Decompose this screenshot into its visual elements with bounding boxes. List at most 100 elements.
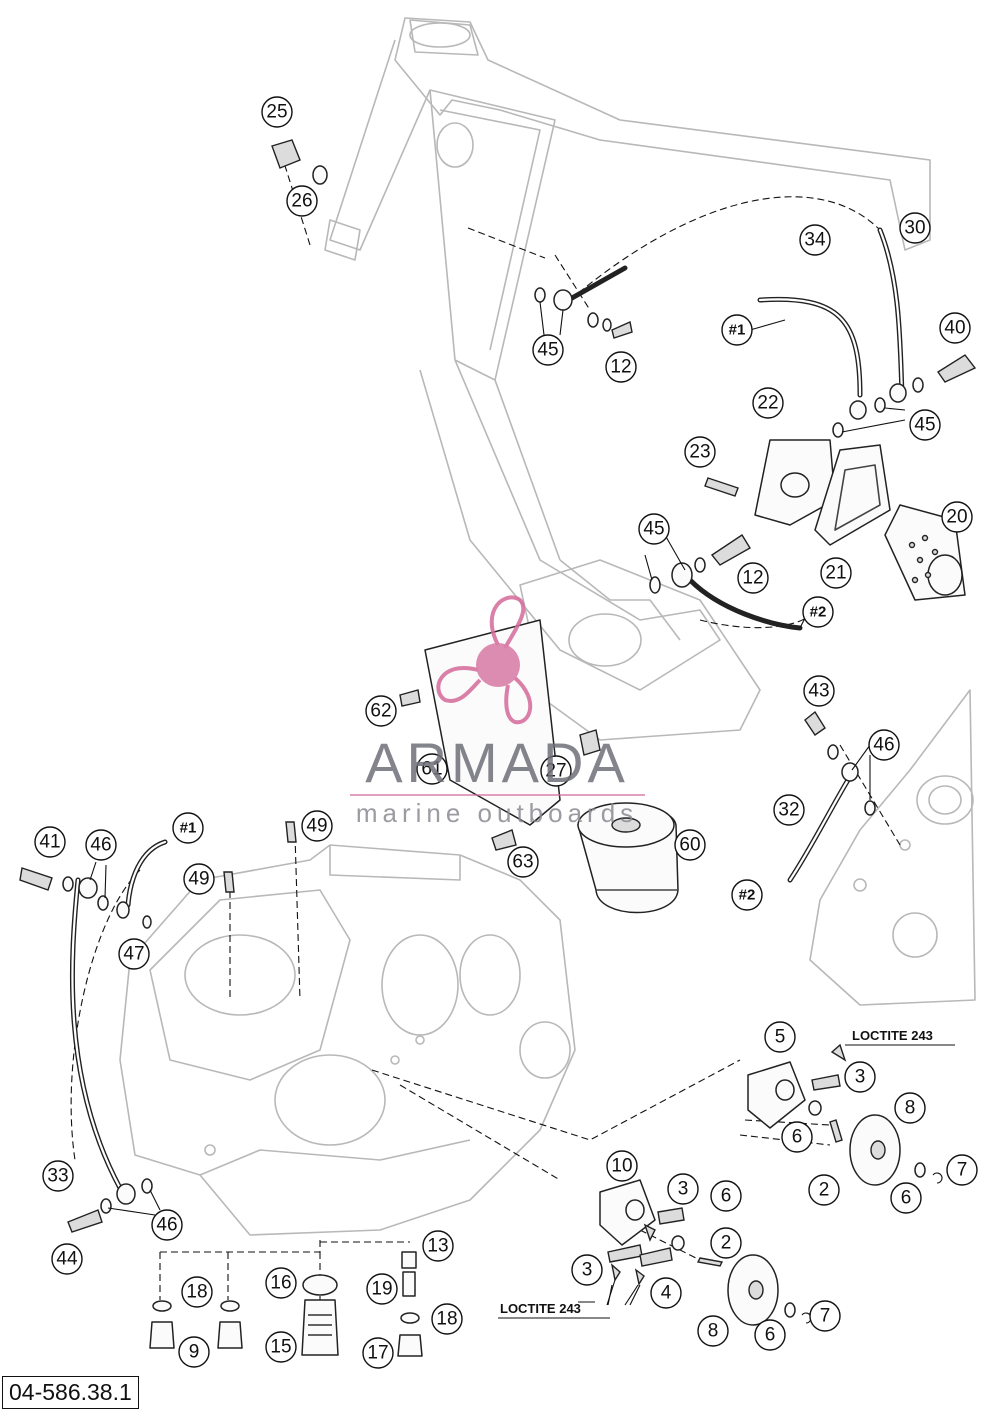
- svg-text:34: 34: [804, 230, 826, 251]
- svg-text:4: 4: [661, 1283, 672, 1304]
- callout-12: 12: [605, 351, 637, 383]
- svg-text:23: 23: [689, 442, 710, 463]
- svg-text:47: 47: [123, 944, 144, 965]
- svg-text:13: 13: [427, 1236, 448, 1257]
- callout-10: 10: [606, 1150, 638, 1182]
- crankcase-ghost: [119, 844, 576, 1236]
- callout-32: 32: [773, 794, 805, 826]
- svg-text:16: 16: [270, 1273, 291, 1294]
- callout-3: 3: [667, 1173, 699, 1205]
- ref-marker-1: #1: [721, 314, 753, 346]
- callout-47: 47: [118, 938, 150, 970]
- callout-7: 7: [809, 1300, 841, 1332]
- callout-8: 8: [697, 1315, 729, 1347]
- svg-text:6: 6: [765, 1325, 776, 1346]
- loctite-note-lower: LOCTITE 243: [500, 1301, 581, 1316]
- callout-6: 6: [710, 1180, 742, 1212]
- svg-text:7: 7: [820, 1306, 831, 1327]
- callout-60: 60: [674, 829, 706, 861]
- svg-text:45: 45: [643, 519, 664, 540]
- callout-45: 45: [638, 513, 670, 545]
- svg-text:2: 2: [721, 1233, 732, 1254]
- svg-text:44: 44: [56, 1249, 78, 1270]
- ref-marker-2: #2: [731, 879, 763, 911]
- callout-34: 34: [799, 224, 831, 256]
- svg-text:7: 7: [957, 1160, 968, 1181]
- svg-text:46: 46: [90, 835, 111, 856]
- callout-20: 20: [941, 501, 973, 533]
- svg-text:12: 12: [742, 568, 763, 589]
- svg-text:2: 2: [819, 1180, 830, 1201]
- svg-text:62: 62: [370, 701, 391, 722]
- leader-lines: [89, 301, 955, 1319]
- callout-8: 8: [894, 1092, 926, 1124]
- callout-17: 17: [362, 1337, 394, 1369]
- svg-text:45: 45: [537, 340, 558, 361]
- frame-ghost: [324, 17, 931, 741]
- svg-text:46: 46: [873, 735, 894, 756]
- callout-18: 18: [431, 1303, 463, 1335]
- oil-hoses: [69, 227, 905, 1191]
- callout-44: 44: [51, 1243, 83, 1275]
- svg-text:9: 9: [189, 1342, 200, 1363]
- cross-reference-markers: #1 #2 #2 #1: [172, 314, 834, 911]
- callout-23: 23: [684, 436, 716, 468]
- loctite-notes: LOCTITE 243 LOCTITE 243: [500, 1028, 933, 1316]
- callout-30: 30: [899, 212, 931, 244]
- svg-text:5: 5: [775, 1027, 786, 1048]
- loctite-note-upper: LOCTITE 243: [852, 1028, 933, 1043]
- svg-text:33: 33: [47, 1166, 68, 1187]
- callout-62: 62: [365, 695, 397, 727]
- svg-text:3: 3: [582, 1260, 593, 1281]
- svg-text:6: 6: [901, 1188, 912, 1209]
- callout-49: 49: [301, 810, 333, 842]
- propeller-logo: [436, 595, 533, 725]
- callout-3: 3: [844, 1061, 876, 1093]
- callout-25: 25: [261, 96, 293, 128]
- svg-text:46: 46: [156, 1215, 177, 1236]
- callout-49: 49: [183, 863, 215, 895]
- svg-text:40: 40: [944, 318, 965, 339]
- svg-text:63: 63: [512, 852, 533, 873]
- parts: [19, 139, 977, 1357]
- svg-text:32: 32: [778, 800, 799, 821]
- svg-text:6: 6: [721, 1186, 732, 1207]
- ref-marker-1: #1: [172, 812, 204, 844]
- callout-21: 21: [820, 557, 852, 589]
- svg-text:#1: #1: [180, 820, 197, 837]
- callout-6: 6: [890, 1182, 922, 1214]
- svg-text:26: 26: [291, 191, 312, 212]
- svg-text:8: 8: [708, 1321, 719, 1342]
- callout-3: 3: [571, 1254, 603, 1286]
- callout-16: 16: [265, 1267, 297, 1299]
- callout-43: 43: [803, 675, 835, 707]
- svg-text:3: 3: [855, 1067, 866, 1088]
- callout-4: 4: [650, 1277, 682, 1309]
- svg-text:#1: #1: [729, 322, 746, 339]
- callout-18: 18: [181, 1276, 213, 1308]
- callout-2: 2: [808, 1174, 840, 1206]
- svg-text:10: 10: [611, 1156, 632, 1177]
- callout-33: 33: [42, 1160, 74, 1192]
- callout-9: 9: [178, 1336, 210, 1368]
- callout-63: 63: [507, 846, 539, 878]
- callout-13: 13: [422, 1230, 454, 1262]
- svg-text:19: 19: [371, 1279, 392, 1300]
- callout-15: 15: [265, 1331, 297, 1363]
- callout-5: 5: [764, 1021, 796, 1053]
- callout-27: 27: [540, 755, 572, 787]
- callout-40: 40: [939, 312, 971, 344]
- callout-46: 46: [151, 1209, 183, 1241]
- svg-text:43: 43: [808, 681, 829, 702]
- svg-text:#2: #2: [739, 887, 756, 904]
- callout-19: 19: [366, 1273, 398, 1305]
- callout-41: 41: [34, 826, 66, 858]
- svg-text:18: 18: [436, 1309, 457, 1330]
- callout-46: 46: [868, 729, 900, 761]
- document-number: 04-586.38.1: [2, 1376, 139, 1409]
- callout-22: 22: [752, 387, 784, 419]
- svg-text:8: 8: [905, 1098, 916, 1119]
- svg-text:60: 60: [679, 835, 700, 856]
- callout-7: 7: [946, 1154, 978, 1186]
- callout-46: 46: [85, 829, 117, 861]
